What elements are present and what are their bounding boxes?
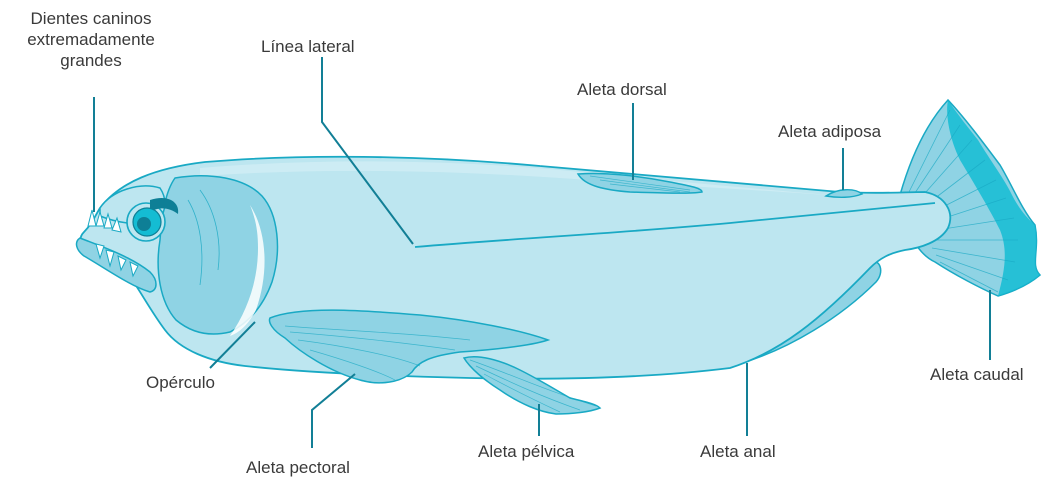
label-anal-fin: Aleta anal xyxy=(700,441,776,462)
label-canine-teeth: Dientes caninos extremadamente grandes xyxy=(0,8,182,71)
label-dorsal-fin: Aleta dorsal xyxy=(577,79,667,100)
leader-pectoral-fin xyxy=(312,374,355,448)
label-operculum: Opérculo xyxy=(146,372,215,393)
label-caudal-fin: Aleta caudal xyxy=(930,364,1024,385)
label-lateral-line: Línea lateral xyxy=(261,36,355,57)
head xyxy=(77,176,278,336)
label-adipose-fin: Aleta adiposa xyxy=(778,121,881,142)
label-pectoral-fin: Aleta pectoral xyxy=(246,457,350,478)
label-pelvic-fin: Aleta pélvica xyxy=(478,441,574,462)
